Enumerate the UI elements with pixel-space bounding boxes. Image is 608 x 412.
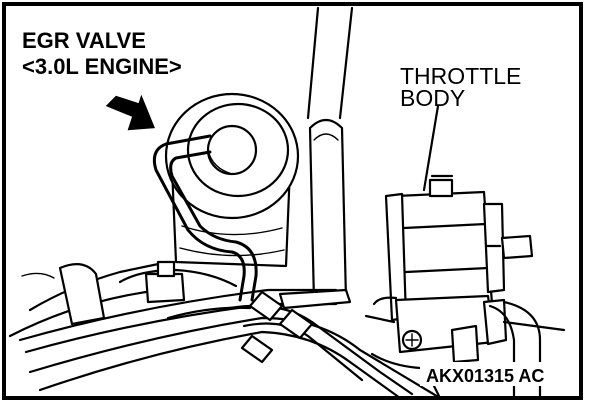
label-throttle-body: THROTTLE BODY — [400, 63, 521, 111]
label-egr-valve: EGR VALVE <3.0L ENGINE> — [22, 28, 182, 79]
figure-code: AKX01315 AC — [426, 366, 544, 386]
egr-valve-title: EGR VALVE — [22, 28, 146, 53]
throttle-body-leader — [422, 104, 440, 192]
intake-pipe — [308, 118, 348, 304]
throttle-body — [364, 174, 566, 400]
figure-code-backdrop — [420, 362, 558, 386]
hose-clamps — [240, 290, 314, 364]
throttle-body-label-line2: BODY — [400, 85, 465, 111]
egr-valve-subtitle: <3.0L ENGINE> — [22, 54, 182, 79]
egr-valve-center — [206, 124, 258, 176]
pointer-arrow-icon — [105, 94, 155, 131]
engine-bay-line-art — [8, 6, 566, 400]
throttle-body-label-line1: THROTTLE — [400, 63, 521, 89]
bracket — [144, 272, 186, 304]
